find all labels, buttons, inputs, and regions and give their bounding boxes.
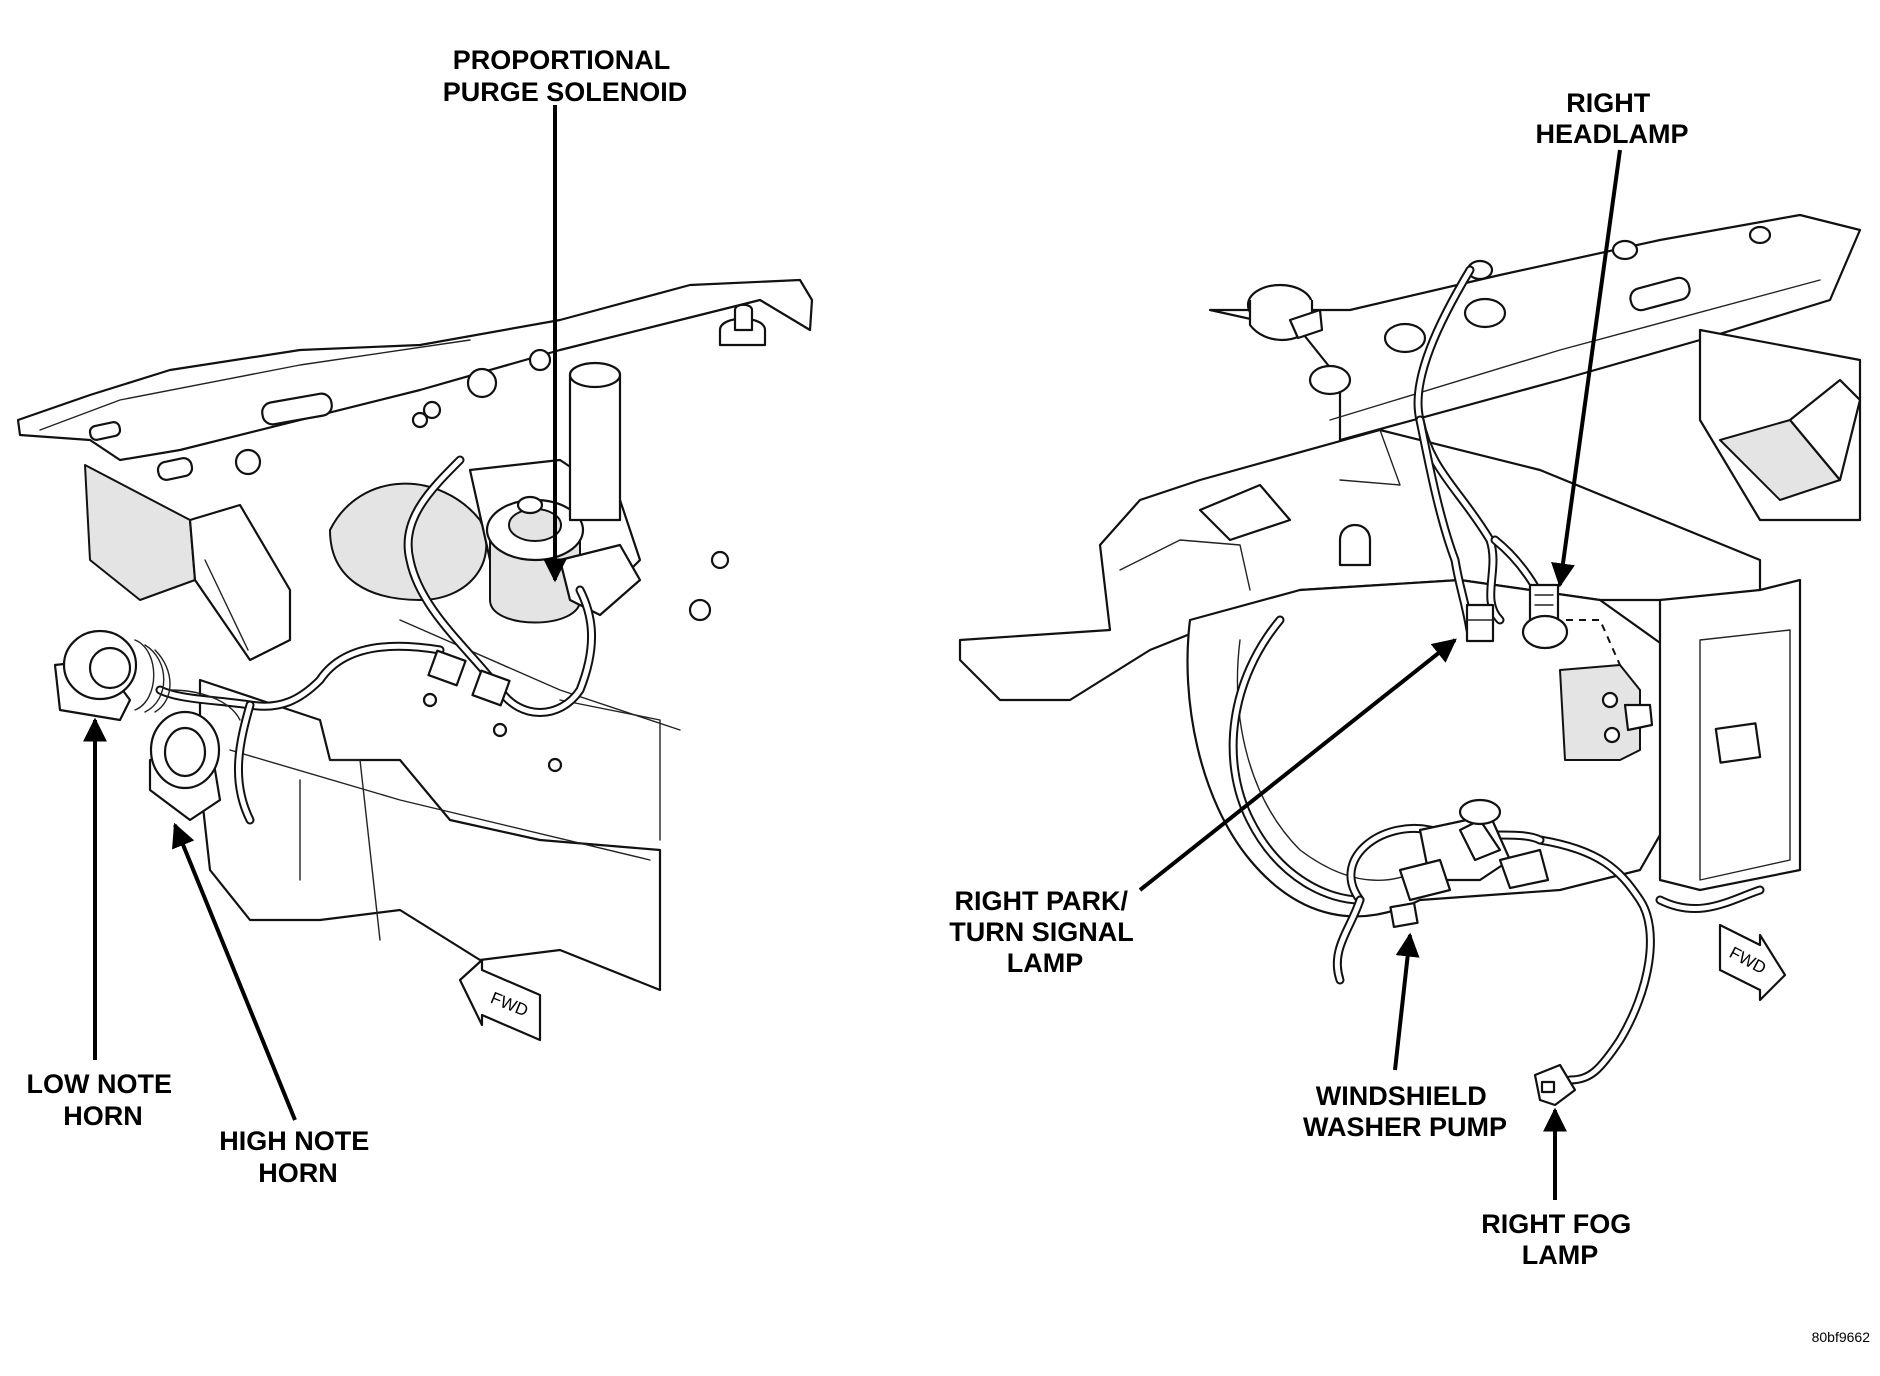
right-fog-lamp-connector — [1533, 1063, 1577, 1107]
left-radiator-support-panel — [16, 278, 814, 462]
label-high-note-horn: HIGH NOTE HORN — [219, 1126, 377, 1188]
label-right-fog-lamp: RIGHT FOG LAMP — [1481, 1209, 1639, 1270]
windshield-washer-pump-part — [1389, 798, 1550, 929]
right-headlamp-housing — [1186, 578, 1682, 918]
label-windshield-washer-pump: WINDSHIELD WASHER PUMP — [1303, 1081, 1507, 1142]
high-note-horn-part — [148, 689, 241, 822]
right-mounting-bracket — [1559, 664, 1654, 761]
right-reservoir-cap — [1246, 283, 1324, 342]
figure-code: 80bf9662 — [1812, 1329, 1871, 1345]
right-park-turn-connector — [1465, 603, 1495, 643]
park-turn-leader — [1138, 638, 1457, 892]
low-note-horn-part — [53, 629, 171, 722]
label-right-headlamp: RIGHT HEADLAMP — [1536, 88, 1689, 149]
left-engine-bay-illustration: FWD — [16, 278, 814, 1042]
right-headlamp-leader — [1551, 149, 1622, 588]
left-fwd-marker: FWD — [458, 958, 542, 1042]
right-headlamp-connector — [1521, 583, 1569, 650]
washer-pump-leader — [1393, 932, 1420, 1071]
left-bracket-box — [84, 464, 196, 601]
label-low-note-horn: LOW NOTE HORN — [27, 1069, 180, 1131]
right-engine-bay-illustration: FWD — [958, 213, 1862, 1107]
high-note-horn-leader — [172, 822, 297, 1121]
callout-labels: PROPORTIONAL PURGE SOLENOID LOW NOTE HOR… — [27, 45, 1689, 1270]
label-proportional-purge-solenoid: PROPORTIONAL PURGE SOLENOID — [443, 45, 688, 107]
left-radiator-body — [198, 678, 662, 992]
right-fwd-marker: FWD — [1718, 923, 1787, 1002]
label-right-park-turn-signal-lamp: RIGHT PARK/ TURN SIGNAL LAMP — [949, 886, 1141, 978]
leader-lines — [83, 105, 1622, 1200]
